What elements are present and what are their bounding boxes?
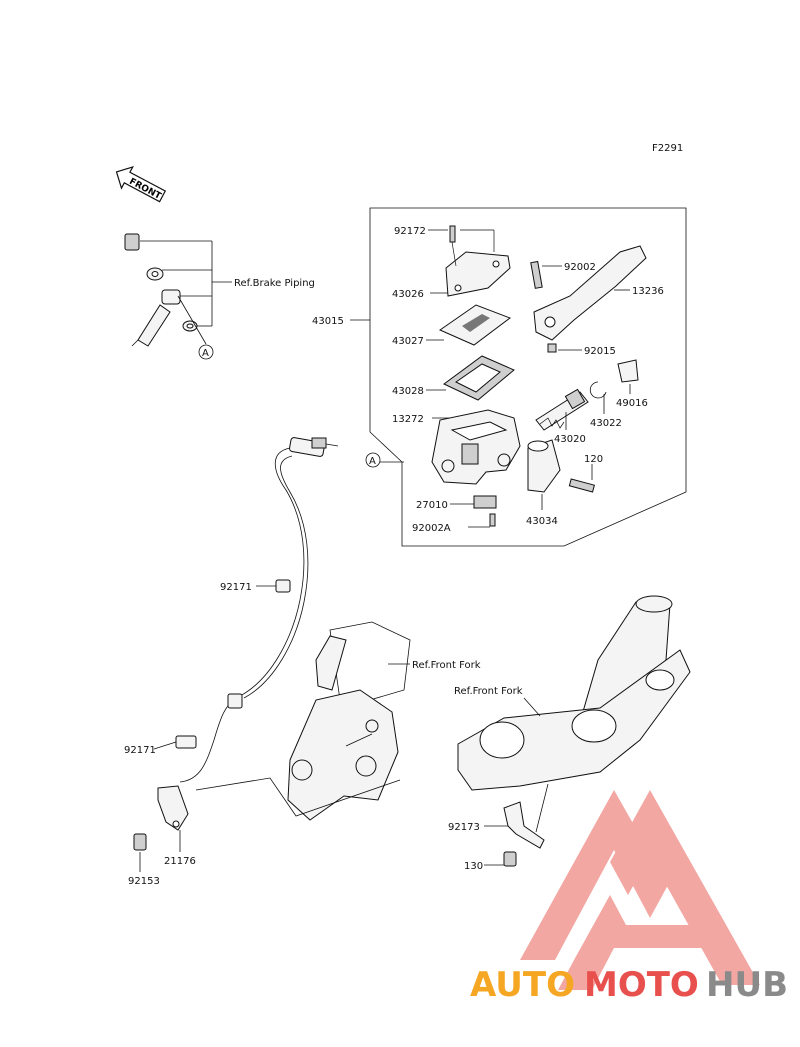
label-92171-lower: 92171 xyxy=(124,745,156,756)
lower-triple-clamp xyxy=(457,595,691,791)
assembly-frame xyxy=(369,207,687,547)
figure-code: F2291 xyxy=(652,143,683,154)
label-13272: 13272 xyxy=(392,414,424,425)
label-43022: 43022 xyxy=(590,418,622,429)
label-92153: 92153 xyxy=(128,876,160,887)
reservoir-cap xyxy=(445,225,511,297)
piston-assembly xyxy=(535,388,589,431)
label-43020: 43020 xyxy=(554,434,586,445)
bracket-92173 xyxy=(503,783,549,867)
master-cylinder-body xyxy=(431,409,521,485)
label-92002a: 92002A xyxy=(412,523,451,534)
label-21176: 21176 xyxy=(164,856,196,867)
ref-brake-piping: Ref.Brake Piping xyxy=(234,278,315,289)
label-13236: 13236 xyxy=(632,286,664,297)
front-fork-leg xyxy=(195,621,411,821)
watermark-moto: MOTO xyxy=(584,965,699,1005)
label-43028: 43028 xyxy=(392,386,424,397)
label-49016: 49016 xyxy=(616,398,648,409)
label-92002: 92002 xyxy=(564,262,596,273)
brake-piping-group: A xyxy=(124,233,232,360)
watermark-text: AUTO MOTO HUB xyxy=(470,965,788,1005)
front-arrow: FRONT xyxy=(115,165,167,203)
callout-a-right: A xyxy=(369,456,376,467)
label-92171-upper: 92171 xyxy=(220,582,252,593)
label-43034: 43034 xyxy=(526,516,558,527)
label-43027: 43027 xyxy=(392,336,424,347)
label-120: 120 xyxy=(584,454,603,465)
reservoir-plate xyxy=(438,304,512,346)
handlebar-clamp xyxy=(527,439,595,493)
diaphragm xyxy=(443,355,515,401)
watermark-logo xyxy=(520,790,760,990)
lever-boot xyxy=(617,359,639,383)
label-92015: 92015 xyxy=(584,346,616,357)
label-130: 130 xyxy=(464,861,483,872)
watermark-hub: HUB xyxy=(706,965,788,1005)
label-43015: 43015 xyxy=(312,316,344,327)
ref-front-fork-left: Ref.Front Fork xyxy=(412,660,481,671)
brake-lever xyxy=(530,245,647,353)
label-92172: 92172 xyxy=(394,226,426,237)
label-43026: 43026 xyxy=(392,289,424,300)
ref-front-fork-right: Ref.Front Fork xyxy=(454,686,523,697)
abs-sensor-wire xyxy=(133,437,339,851)
label-92173: 92173 xyxy=(448,822,480,833)
watermark-auto: AUTO xyxy=(470,965,575,1005)
brake-switch xyxy=(473,495,497,527)
callout-a-left: A xyxy=(202,348,209,359)
label-27010: 27010 xyxy=(416,500,448,511)
